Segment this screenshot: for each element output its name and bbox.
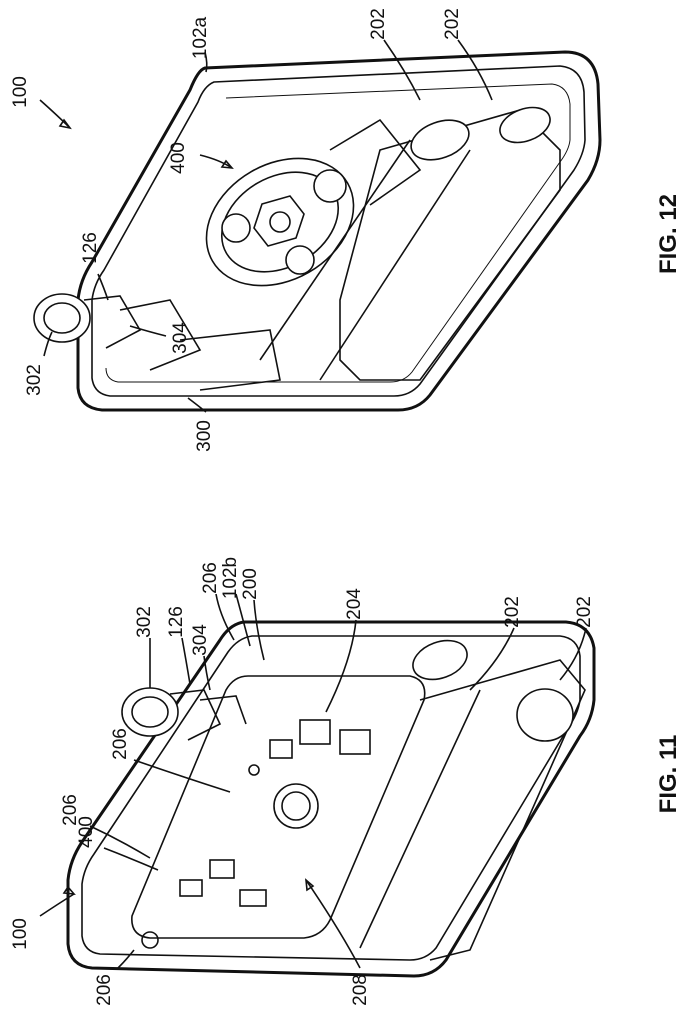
fig11-label-102b: 102b: [220, 557, 241, 599]
fig11-label-400: 400: [76, 816, 97, 848]
figure-12-leader-lines: [39, 39, 493, 413]
device-housing-102a-drawing: [33, 50, 602, 412]
fig11-label-200: 200: [240, 568, 261, 600]
fig12-caption: FIG. 12: [655, 194, 682, 274]
fig12-label-302: 302: [24, 364, 45, 396]
fig11-label-206-bottom: 206: [94, 974, 115, 1006]
fig11-caption: FIG. 11: [655, 735, 682, 814]
fig11-label-202-first: 202: [502, 596, 523, 628]
figure-11-leader-lines: [39, 593, 587, 969]
fig11-label-206-middle: 206: [110, 728, 131, 760]
fig12-label-202-second: 202: [442, 8, 463, 40]
figure-11: 302 126 304 206 102b 200 206 206 400 204…: [10, 557, 682, 1006]
fig11-label-206-left: 206: [60, 794, 81, 826]
fig11-label-204: 204: [344, 588, 365, 620]
fig12-label-126: 126: [80, 232, 101, 264]
fig11-label-126: 126: [166, 606, 187, 638]
fig11-label-100: 100: [10, 918, 31, 950]
device-housing-102b-drawing: [66, 620, 596, 978]
fig12-label-400: 400: [168, 142, 189, 174]
fig11-label-206-top: 206: [200, 562, 221, 594]
figure-12: 100 102a 202 202 400 126 302 304 300 FIG…: [10, 8, 682, 452]
fig12-label-300: 300: [194, 420, 215, 452]
fig12-label-304: 304: [170, 322, 191, 354]
fig11-label-208: 208: [350, 974, 371, 1006]
fig12-label-202-first: 202: [368, 8, 389, 40]
fig12-label-102a: 102a: [190, 16, 211, 59]
fig11-label-304: 304: [190, 624, 211, 656]
fig11-label-302: 302: [134, 606, 155, 638]
fig11-label-202-second: 202: [574, 596, 595, 628]
fig12-label-100: 100: [10, 76, 31, 108]
